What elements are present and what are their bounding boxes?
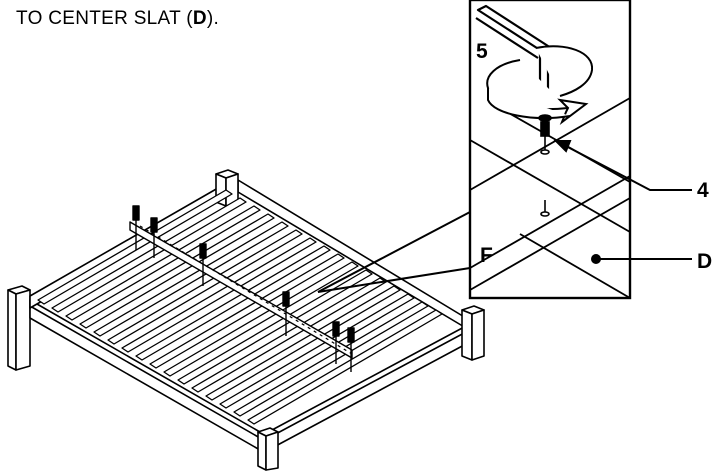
frame-rail-label: F xyxy=(480,244,493,267)
bolt-label: 4 xyxy=(697,179,709,202)
detail-inset xyxy=(468,0,692,300)
caption-letter-d: D xyxy=(192,8,207,29)
detail-frame-rail xyxy=(469,97,631,291)
step-number-label: 5 xyxy=(476,40,488,63)
bolt-pointer-arrow xyxy=(553,140,692,191)
instruction-caption: TO CENTER SLAT (D). xyxy=(16,8,219,30)
center-support-slat xyxy=(129,221,353,359)
bed-slats xyxy=(37,189,443,425)
caption-prefix: TO CENTER SLAT ( xyxy=(16,8,193,29)
rotation-arrow-icon xyxy=(486,45,594,125)
callout-leader xyxy=(317,211,471,293)
caption-suffix: ). xyxy=(206,8,220,29)
front-right-post xyxy=(461,305,485,361)
bed-bolts xyxy=(132,205,355,372)
slat-pointer-line xyxy=(591,254,692,264)
front-center-post xyxy=(257,427,279,471)
center-slat-label: D xyxy=(697,250,712,273)
bed-frame xyxy=(7,169,485,471)
front-left-post xyxy=(7,285,31,371)
detail-bolt-icon xyxy=(538,114,552,217)
